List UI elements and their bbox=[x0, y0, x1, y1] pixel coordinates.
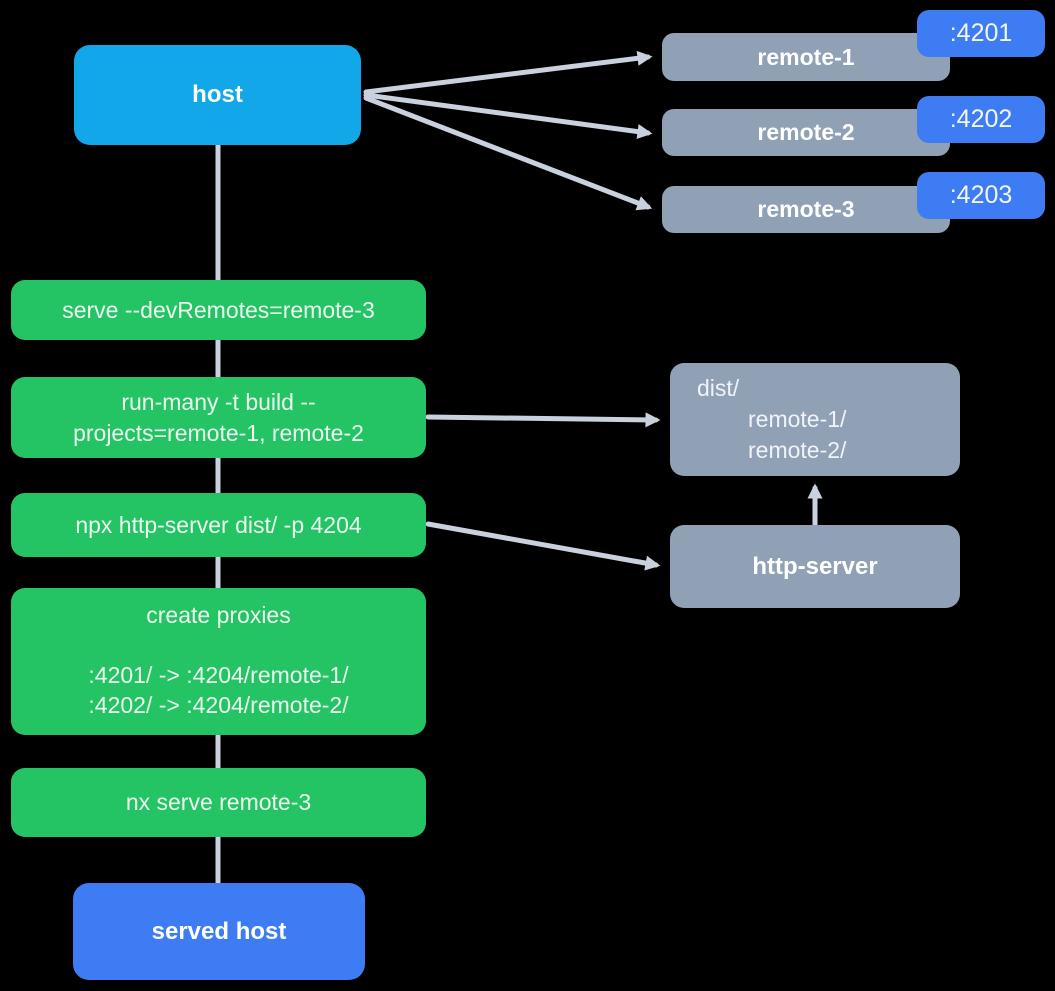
edge-runmany-dist-origin bbox=[363, 95, 653, 211]
step-npx-http-server: npx http-server dist/ -p 4204 bbox=[11, 493, 426, 557]
proxy-mapping-1: :4201/ -> :4204/remote-1/ bbox=[88, 662, 349, 688]
step-nx-serve-remote-3: nx serve remote-3 bbox=[11, 768, 426, 837]
dist-root-label: dist/ bbox=[697, 375, 740, 401]
remote-2-node: remote-2 bbox=[662, 109, 950, 156]
run-many-line1: run-many -t build -- bbox=[121, 388, 316, 415]
dist-remote-1-label: remote-1/ bbox=[748, 406, 847, 432]
remote-2-label: remote-2 bbox=[757, 119, 855, 145]
port-4202-label: :4202 bbox=[949, 105, 1013, 133]
edge-npx-httpserver bbox=[425, 521, 661, 571]
run-many-line2: projects=remote-1, remote-2 bbox=[73, 419, 364, 446]
remote-3-node: remote-3 bbox=[662, 186, 950, 233]
http-server-label: http-server bbox=[752, 552, 878, 580]
edge-host-remote-1 bbox=[363, 50, 653, 95]
dist-folder-node: dist/ remote-1/ remote-2/ bbox=[670, 363, 960, 476]
remote-1-node: remote-1 bbox=[662, 33, 950, 81]
serve-devremotes-label: serve --devRemotes=remote-3 bbox=[62, 296, 375, 323]
http-server-node: http-server bbox=[670, 525, 960, 608]
remote-1-label: remote-1 bbox=[757, 43, 855, 70]
host-node: host bbox=[74, 45, 361, 145]
edge-runmany-dist bbox=[425, 412, 661, 428]
dist-remote-2-label: remote-2/ bbox=[748, 437, 847, 463]
remote-3-label: remote-3 bbox=[757, 196, 855, 222]
create-proxies-title: create proxies bbox=[146, 602, 291, 628]
step-serve-devremotes: serve --devRemotes=remote-3 bbox=[11, 280, 426, 340]
port-badge-4201: :4201 bbox=[917, 10, 1045, 57]
port-badge-4202: :4202 bbox=[917, 96, 1045, 143]
served-host-node: served host bbox=[73, 883, 365, 980]
served-host-label: served host bbox=[151, 917, 287, 945]
edge-host-remote-2 bbox=[363, 92, 653, 140]
port-badge-4203: :4203 bbox=[917, 172, 1045, 219]
proxy-mapping-2: :4202/ -> :4204/remote-2/ bbox=[88, 692, 349, 718]
port-4203-label: :4203 bbox=[949, 181, 1013, 209]
step-run-many-build: run-many -t build -- projects=remote-1, … bbox=[11, 377, 426, 458]
npx-http-server-label: npx http-server dist/ -p 4204 bbox=[75, 511, 362, 538]
host-label: host bbox=[192, 81, 243, 108]
nx-serve-remote-3-label: nx serve remote-3 bbox=[125, 789, 312, 815]
step-create-proxies: create proxies :4201/ -> :4204/remote-1/… bbox=[11, 588, 426, 735]
port-4201-label: :4201 bbox=[949, 19, 1013, 47]
